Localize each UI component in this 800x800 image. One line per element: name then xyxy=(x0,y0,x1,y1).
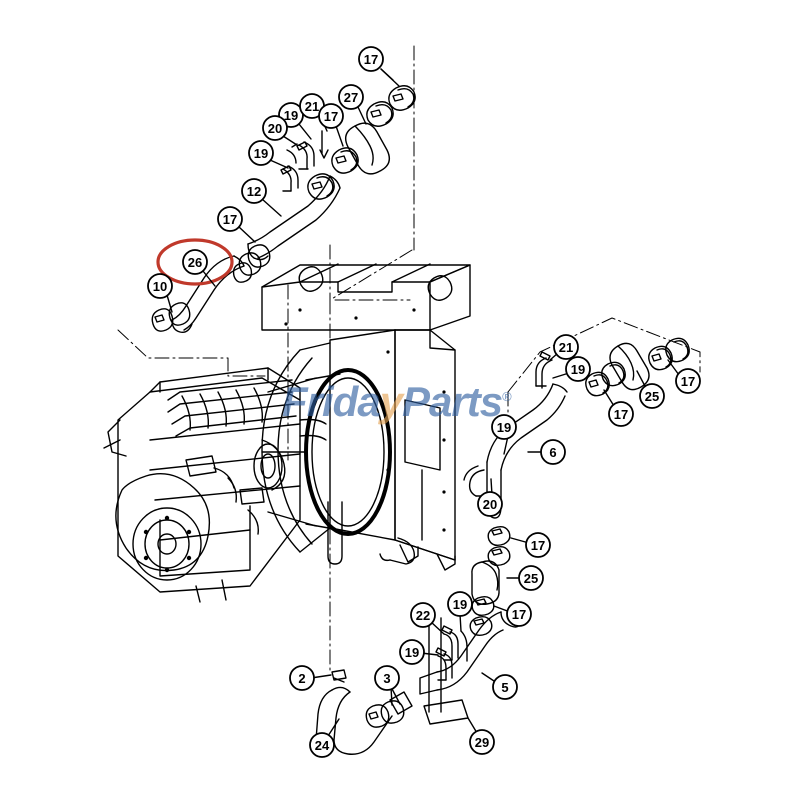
callout-bubble-24[interactable]: 24 xyxy=(309,732,335,758)
callout-bubble-12[interactable]: 12 xyxy=(241,178,267,204)
callout-leader-line xyxy=(327,718,340,737)
callout-circle xyxy=(639,383,665,409)
callout-bubble-3[interactable]: 3 xyxy=(374,665,400,691)
callout-circle xyxy=(553,334,579,360)
bracket-19a xyxy=(296,141,315,170)
callout-bubble-20[interactable]: 20 xyxy=(477,491,503,517)
callout-circle xyxy=(525,532,551,558)
clip-2 xyxy=(331,669,347,683)
callout-bubble-19[interactable]: 19 xyxy=(491,414,517,440)
callout-circle xyxy=(241,178,267,204)
callout-leader-line xyxy=(390,686,401,705)
callout-leader-line xyxy=(238,226,256,243)
callout-circle xyxy=(338,84,364,110)
callout-circle xyxy=(358,46,384,72)
vertical-pipe xyxy=(327,501,343,565)
callout-circle xyxy=(262,115,288,141)
engine-assembly xyxy=(103,367,327,603)
clamp-group-top xyxy=(366,85,416,127)
callout-circle xyxy=(217,206,243,232)
bottom-rails xyxy=(428,617,442,713)
callout-bubble-17[interactable]: 17 xyxy=(318,103,344,129)
callout-circle xyxy=(410,602,436,628)
callout-leader-line xyxy=(335,125,344,147)
callout-leader-line xyxy=(261,198,282,217)
callout-circle xyxy=(540,439,566,465)
callout-bubble-17[interactable]: 17 xyxy=(675,368,701,394)
callout-bubble-17[interactable]: 17 xyxy=(217,206,243,232)
callout-bubble-21[interactable]: 21 xyxy=(553,334,579,360)
callout-bubble-29[interactable]: 29 xyxy=(469,729,495,755)
callout-leader-line xyxy=(357,106,367,125)
callout-bubble-19[interactable]: 19 xyxy=(447,591,473,617)
callout-leader-line xyxy=(636,370,647,389)
bracket-21 xyxy=(319,130,329,159)
clamp-mid xyxy=(307,173,335,200)
callout-circle xyxy=(147,273,173,299)
radiator-assembly xyxy=(261,263,471,571)
callout-bubble-2[interactable]: 2 xyxy=(289,665,315,691)
clamp-17b xyxy=(331,147,359,174)
callout-bubble-10[interactable]: 10 xyxy=(147,273,173,299)
rings-10 xyxy=(151,302,191,332)
callout-leader-line xyxy=(166,294,173,313)
callout-leader-line xyxy=(282,135,298,146)
callout-leader-line xyxy=(430,621,445,635)
callout-circle xyxy=(309,732,335,758)
callout-bubble-17[interactable]: 17 xyxy=(608,401,634,427)
highlight-ellipse-callout-26 xyxy=(156,238,234,286)
callout-circle xyxy=(399,639,425,665)
callout-circle xyxy=(477,491,503,517)
callout-bubble-17[interactable]: 17 xyxy=(506,601,532,627)
callout-circle xyxy=(447,591,473,617)
callout-leader-line xyxy=(467,717,478,734)
callout-circle xyxy=(248,140,274,166)
callout-bubble-25[interactable]: 25 xyxy=(518,565,544,591)
callout-bubble-19[interactable]: 19 xyxy=(399,639,425,665)
callout-circle xyxy=(675,368,701,394)
callout-bubble-25[interactable]: 25 xyxy=(639,383,665,409)
callout-bubble-17[interactable]: 17 xyxy=(358,46,384,72)
clamp-17g xyxy=(469,595,495,637)
clamp-17f xyxy=(487,525,511,567)
callout-leader-line xyxy=(603,389,615,407)
callout-bubble-26[interactable]: 26 xyxy=(182,249,208,275)
callout-bubble-20[interactable]: 20 xyxy=(262,115,288,141)
hose-26 xyxy=(171,255,245,334)
callout-circle xyxy=(506,601,532,627)
intake-pipe-12 xyxy=(247,175,341,261)
callout-circle xyxy=(374,665,400,691)
callout-circle xyxy=(182,249,208,275)
callout-circle xyxy=(289,665,315,691)
bracket-21b xyxy=(535,351,553,389)
callout-circle xyxy=(608,401,634,427)
clamp-17d xyxy=(648,337,690,371)
sleeve-25a xyxy=(609,342,650,391)
callout-circle xyxy=(565,356,591,382)
callout-bubble-27[interactable]: 27 xyxy=(338,84,364,110)
callout-bubble-22[interactable]: 22 xyxy=(410,602,436,628)
callout-circle xyxy=(491,414,517,440)
callout-bubble-19[interactable]: 19 xyxy=(565,356,591,382)
callout-bubble-5[interactable]: 5 xyxy=(492,674,518,700)
callout-circle xyxy=(469,729,495,755)
callout-circle xyxy=(318,103,344,129)
callout-circle xyxy=(492,674,518,700)
callout-leader-line xyxy=(298,123,312,140)
clamp-17e xyxy=(585,361,626,397)
callout-bubble-17[interactable]: 17 xyxy=(525,532,551,558)
callout-bubble-6[interactable]: 6 xyxy=(540,439,566,465)
callout-bubble-19[interactable]: 19 xyxy=(248,140,274,166)
callout-leader-line xyxy=(380,68,394,81)
callout-circle xyxy=(518,565,544,591)
callout-leader-line xyxy=(269,159,289,169)
callout-leader-line xyxy=(667,359,680,376)
sleeve-27 xyxy=(345,122,390,175)
bracket-22-19 xyxy=(435,625,468,681)
callout-leader-line xyxy=(202,270,216,287)
sleeve-25b xyxy=(471,560,500,605)
